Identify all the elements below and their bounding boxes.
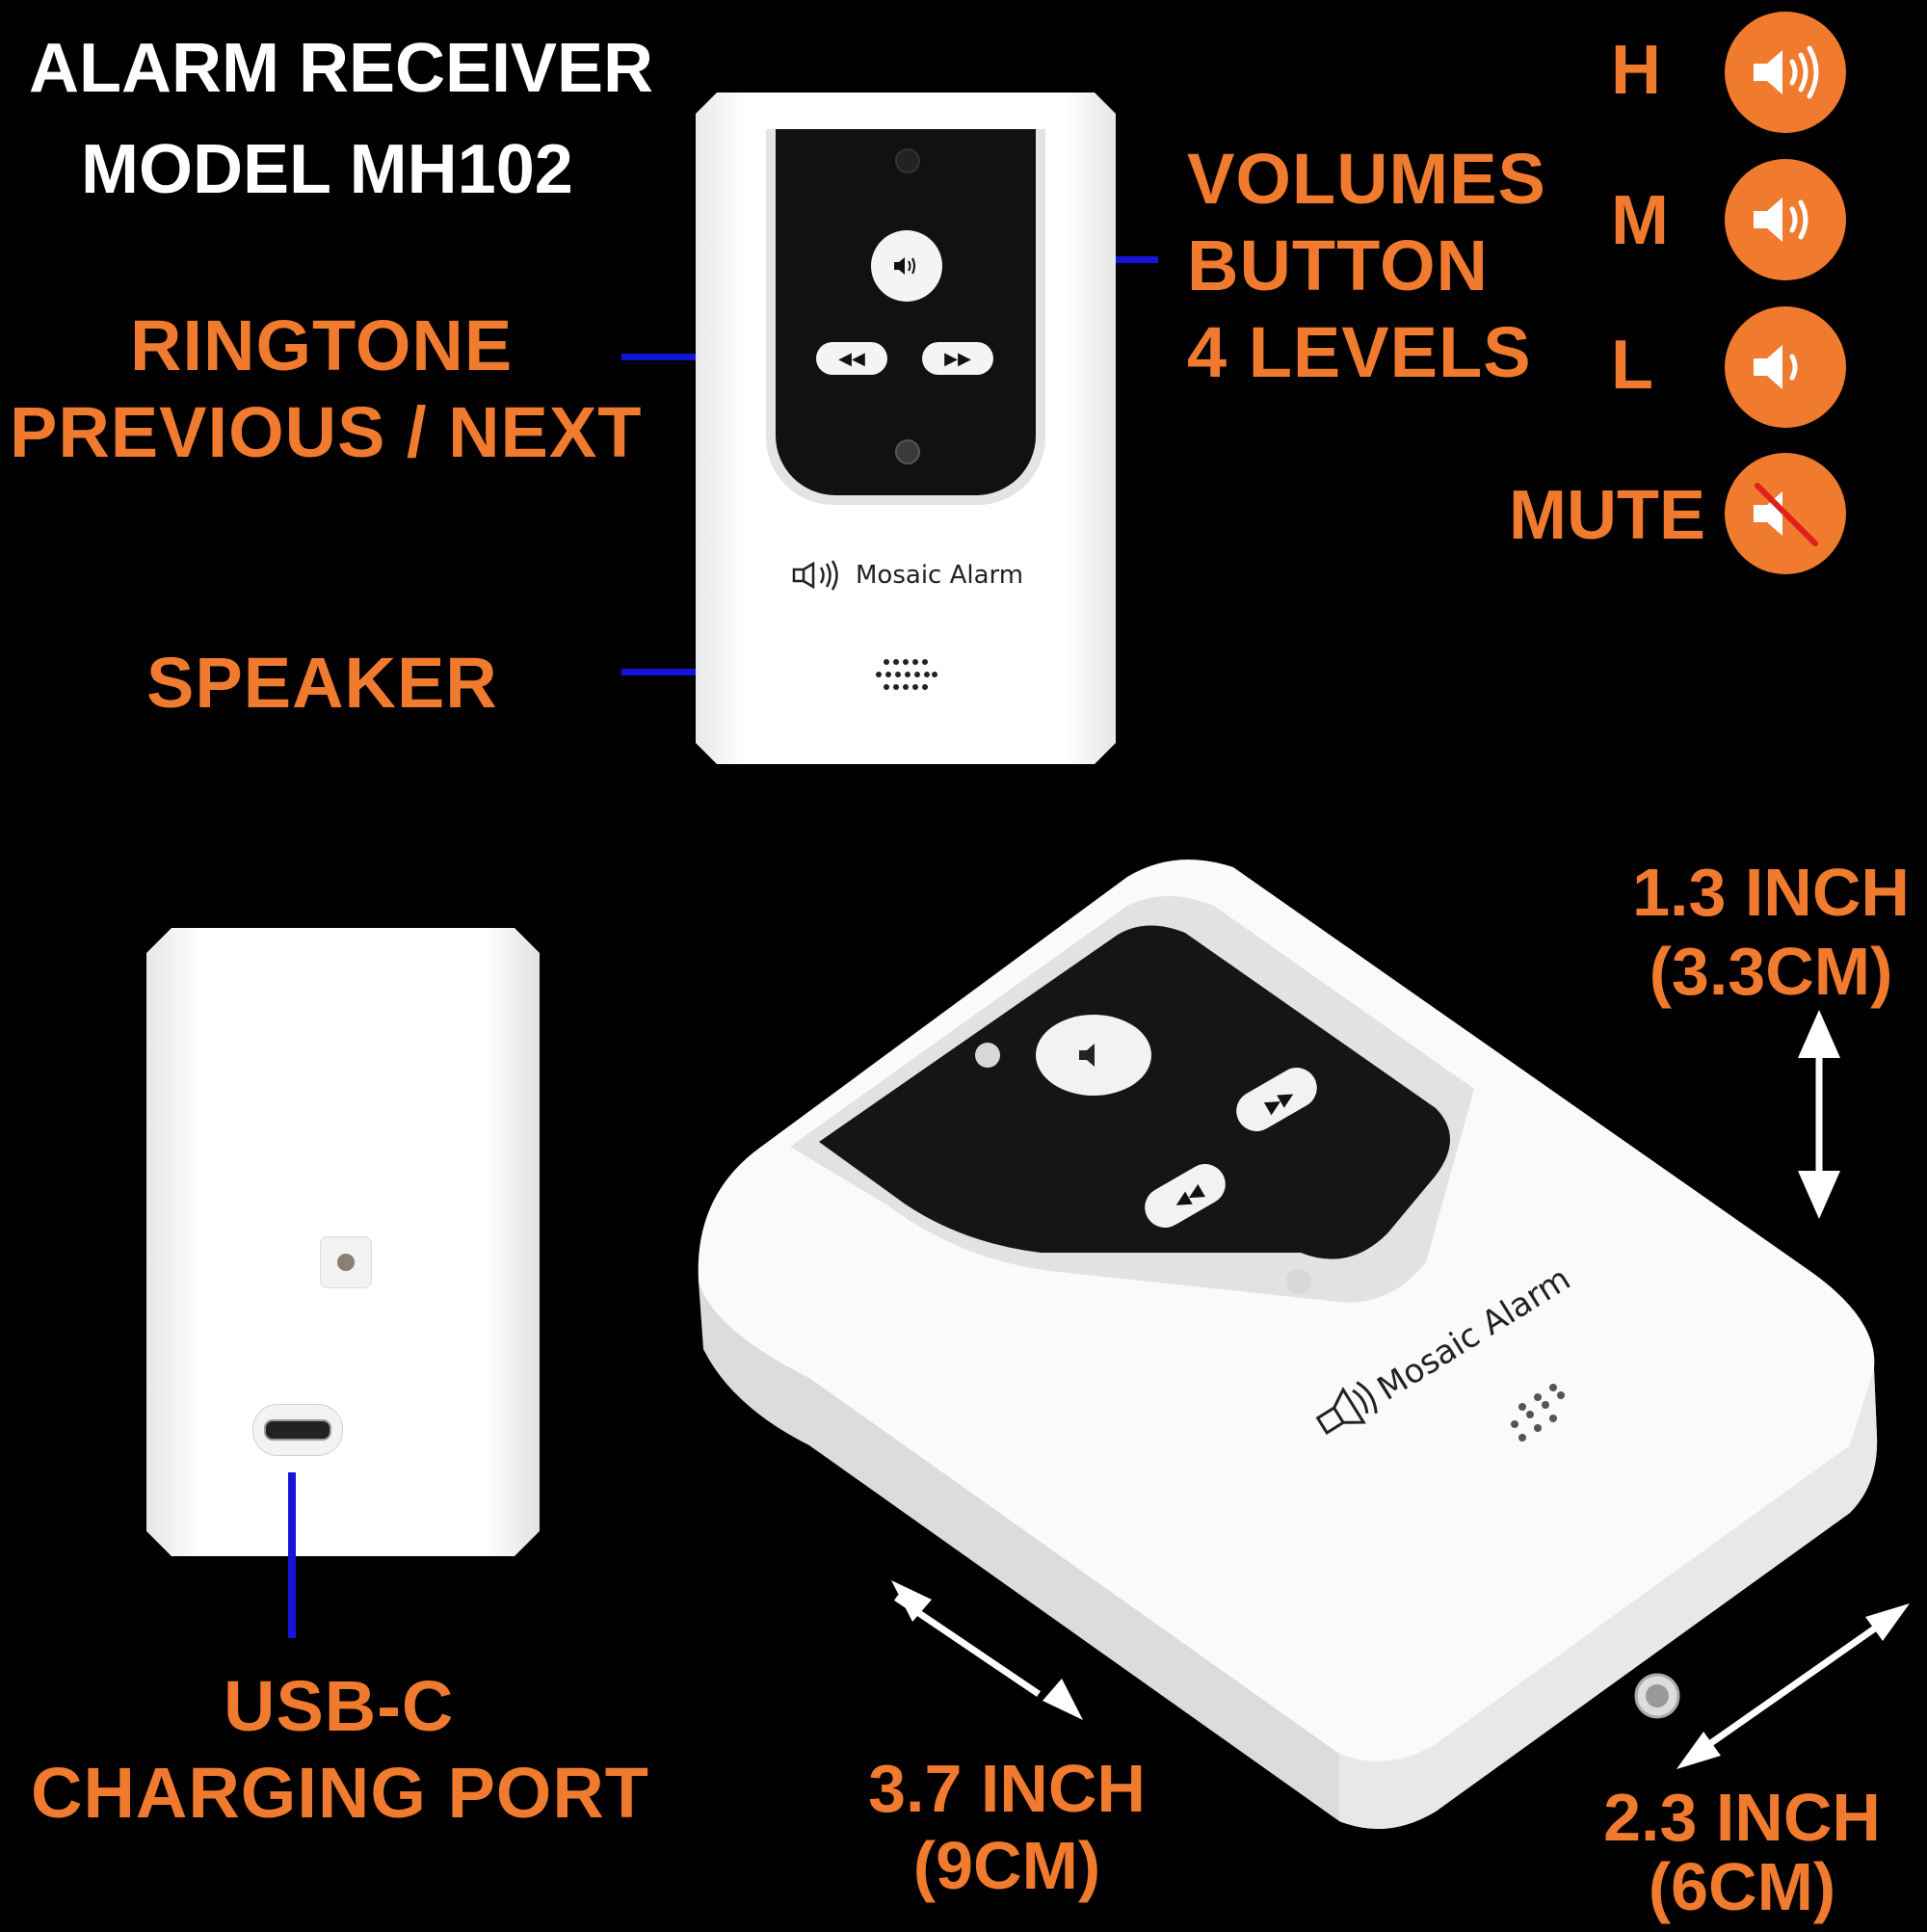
height-dim-1: 1.3 INCH <box>1632 855 1910 930</box>
volume-button[interactable] <box>871 230 942 302</box>
next-ringtone-button[interactable]: ▶▶ <box>922 342 993 375</box>
device-isometric-view: ▶▶ ◀◀ Mosaic Alarm <box>674 848 1927 1927</box>
level-label-l: L <box>1611 327 1653 404</box>
led-indicator <box>895 439 920 464</box>
front-control-panel: ◀◀ ▶▶ <box>776 129 1036 495</box>
device-front-view: ◀◀ ▶▶ Mosaic Alarm <box>696 93 1116 764</box>
width-dim-2: (6CM) <box>1648 1849 1836 1924</box>
speaker-grille <box>874 656 937 693</box>
fast-forward-icon: ▶▶ <box>944 348 971 368</box>
level-label-h: H <box>1611 32 1661 109</box>
brand-name: Mosaic Alarm <box>856 561 1024 590</box>
mounting-hole <box>320 1236 372 1288</box>
speaker-label: SPEAKER <box>146 643 498 723</box>
sensor-dot <box>895 148 920 173</box>
width-dim-1: 2.3 INCH <box>1603 1780 1881 1855</box>
iso-next-button <box>1236 1068 1317 1131</box>
ringtone-label-1: RINGTONE <box>130 305 514 385</box>
speaker-medium-icon <box>1725 159 1846 280</box>
rewind-icon: ◀◀ <box>838 348 865 368</box>
usb-label-1: USB-C <box>224 1666 455 1746</box>
title-line-1: ALARM RECEIVER <box>29 30 654 107</box>
front-panel-bezel: ◀◀ ▶▶ <box>766 129 1045 505</box>
speaker-high-icon <box>1725 12 1846 133</box>
speaker-low-icon <box>1725 306 1846 428</box>
brand-logo: Mosaic Alarm <box>792 559 1023 592</box>
usb-c-icon <box>264 1419 331 1441</box>
volumes-label-3: 4 LEVELS <box>1187 312 1532 392</box>
usb-c-port <box>252 1404 343 1456</box>
volumes-label-1: VOLUMES <box>1187 139 1546 219</box>
level-label-mute: MUTE <box>1509 477 1705 554</box>
speaker-mute-icon <box>1725 453 1846 574</box>
iso-previous-button <box>1145 1164 1226 1228</box>
usb-label-2: CHARGING PORT <box>31 1753 649 1833</box>
title-line-2: MODEL MH102 <box>81 131 573 208</box>
length-dim-2: (9CM) <box>912 1828 1101 1903</box>
height-dim-2: (3.3CM) <box>1649 934 1893 1009</box>
level-label-m: M <box>1611 182 1669 259</box>
volume-icon <box>889 249 924 283</box>
ringtone-label-2: PREVIOUS / NEXT <box>10 392 643 472</box>
usb-callout-line <box>288 1472 296 1638</box>
brand-speaker-icon <box>792 559 846 592</box>
iso-speaker-grille <box>1511 1384 1565 1442</box>
length-dim-1: 3.7 INCH <box>868 1751 1146 1826</box>
device-back-view <box>146 928 540 1556</box>
volumes-label-2: BUTTON <box>1187 225 1489 305</box>
previous-ringtone-button[interactable]: ◀◀ <box>816 342 887 375</box>
